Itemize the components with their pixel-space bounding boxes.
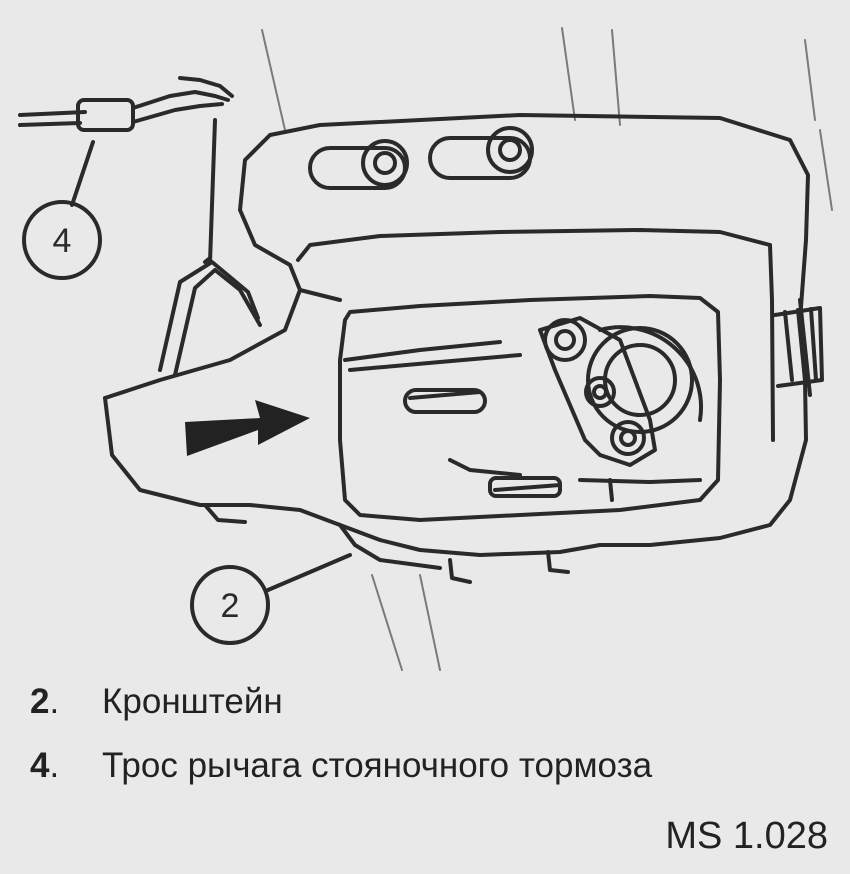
callout-2-number: 2 xyxy=(221,587,240,625)
legend-item-cable: 4.Трос рычага стояночного тормоза xyxy=(30,746,653,785)
background-struts xyxy=(261,27,833,671)
callout-4-number: 4 xyxy=(53,222,72,260)
upper-slot-left xyxy=(308,139,409,190)
callout-4-circle xyxy=(22,200,102,280)
upper-slot-right xyxy=(428,126,534,180)
legend-number: 4 xyxy=(30,746,50,785)
legend-text: Кронштейн xyxy=(102,682,283,721)
callout-2-circle xyxy=(190,565,270,645)
legend-number: 2 xyxy=(30,682,50,721)
callout-4-leader xyxy=(70,140,95,207)
cable-end-hook xyxy=(158,260,262,377)
return-spring xyxy=(773,298,824,397)
figure-reference-code: MS 1.028 xyxy=(665,815,828,857)
lever-assembly xyxy=(538,316,704,467)
callout-2-leader xyxy=(266,553,352,592)
direction-arrow-icon xyxy=(185,400,310,456)
parking-brake-cable xyxy=(18,76,234,264)
bracket xyxy=(103,113,810,584)
legend-item-bracket: 2.Кронштейн xyxy=(30,682,283,721)
legend-text: Трос рычага стояночного тормоза xyxy=(102,746,653,785)
inner-window xyxy=(338,294,722,522)
